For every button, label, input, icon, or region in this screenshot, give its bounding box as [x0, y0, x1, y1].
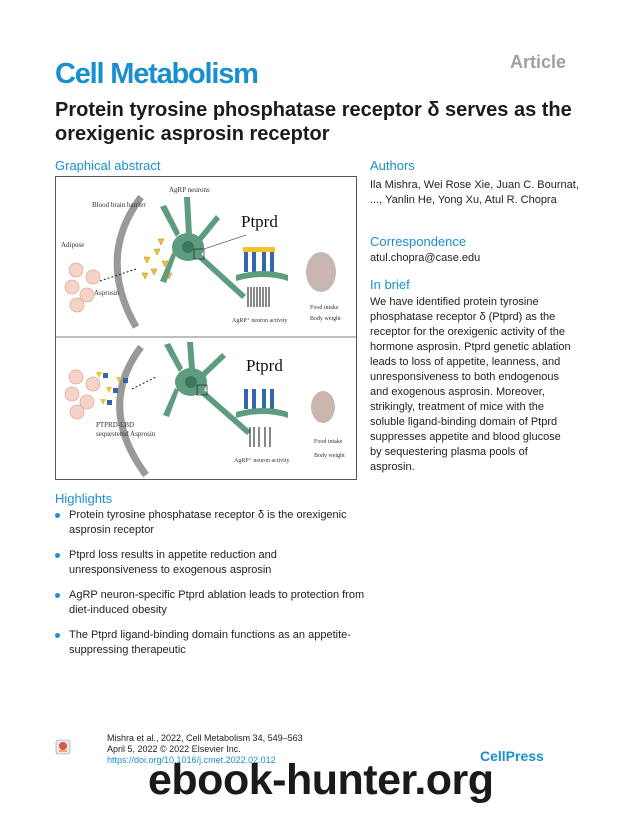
label-bbb: Blood brain barrier — [92, 201, 146, 209]
bullet-icon — [55, 593, 60, 598]
label-weight-top: Body weight — [310, 316, 341, 322]
highlight-item: Ptprd loss results in appetite reduction… — [55, 548, 365, 578]
label-agrp-neurons: AgRP neurons — [169, 186, 210, 194]
adipose-cells-bottom — [64, 369, 101, 420]
highlights-list: Protein tyrosine phosphatase receptor δ … — [55, 508, 365, 668]
label-weight-bottom: Body weight — [314, 453, 345, 459]
label-activity-bottom: AgRP⁺ neuron activity — [234, 457, 290, 464]
bullet-icon — [55, 513, 60, 518]
zoom-box-bottom — [196, 384, 208, 396]
highlight-item: The Ptprd ligand-binding domain function… — [55, 628, 365, 658]
highlights-heading: Highlights — [55, 491, 113, 506]
authors-heading: Authors — [370, 158, 415, 173]
receptor-bottom — [236, 389, 288, 418]
cellpress-logo: CellPress — [480, 748, 544, 764]
label-lbd-1: PTPRD-LBD — [96, 421, 134, 429]
receptor-top — [236, 247, 288, 281]
zoom-line-top — [203, 234, 247, 250]
label-adipose: Adipose — [61, 241, 84, 249]
article-title: Protein tyrosine phosphatase receptor δ … — [55, 99, 572, 145]
label-food-bottom: Food intake — [314, 439, 343, 445]
authors-list: Ila Mishra, Wei Rose Xie, Juan C. Bourna… — [370, 179, 579, 206]
bbb-arc — [113, 194, 144, 329]
article-type: Article — [509, 52, 566, 72]
agrp-neuron-bottom — [163, 342, 251, 435]
label-activity-top: AgRP⁺ neuron activity — [232, 317, 288, 324]
label-food-top: Food intake — [310, 305, 339, 311]
spike-train-top — [247, 287, 270, 307]
citation-line-2: April 5, 2022 © 2022 Elsevier Inc. — [107, 744, 241, 754]
arrow-bottom — [131, 376, 157, 390]
check-for-updates-icon[interactable] — [55, 739, 71, 755]
in-brief-heading: In brief — [370, 277, 410, 292]
highlight-item: AgRP neuron-specific Ptprd ablation lead… — [55, 588, 365, 618]
graphical-abstract-figure: AgRP neurons Blood brain barrier Adipose… — [56, 186, 356, 478]
mouse-bottom — [311, 391, 335, 423]
zoom-box-top — [193, 248, 205, 260]
adipose-cells-top — [64, 262, 101, 313]
correspondence-email[interactable]: atul.chopra@case.edu — [370, 252, 481, 264]
label-lbd-2: sequestered Asprosin — [96, 430, 156, 438]
label-ptprd-bottom: Ptprd — [246, 356, 283, 375]
bullet-icon — [55, 553, 60, 558]
bullet-icon — [55, 633, 60, 638]
label-ptprd-top: Ptprd — [241, 212, 278, 231]
spike-train-bottom — [249, 427, 271, 447]
graphical-abstract-heading: Graphical abstract — [55, 158, 161, 173]
doi-link[interactable]: https://doi.org/10.1016/j.cmet.2022.02.0… — [107, 755, 276, 765]
label-asprosin: Asprosin — [94, 289, 120, 297]
watermark: ebook-hunter.org — [148, 756, 494, 804]
highlight-item: Protein tyrosine phosphatase receptor δ … — [55, 508, 365, 538]
citation-block: Mishra et al., 2022, Cell Metabolism 34,… — [107, 733, 303, 766]
mouse-top — [306, 252, 336, 292]
agrp-neuron-top — [160, 197, 246, 299]
citation-line-1: Mishra et al., 2022, Cell Metabolism 34,… — [107, 733, 303, 743]
correspondence-heading: Correspondence — [370, 234, 467, 249]
sequestered-asprosin-bottom — [96, 372, 128, 405]
in-brief-text: We have identified protein tyrosine phos… — [370, 296, 571, 473]
graphical-abstract: AgRP neurons Blood brain barrier Adipose… — [55, 176, 357, 480]
bbb-arc-bottom — [116, 344, 149, 478]
journal-name: Cell Metabolism — [55, 58, 259, 90]
